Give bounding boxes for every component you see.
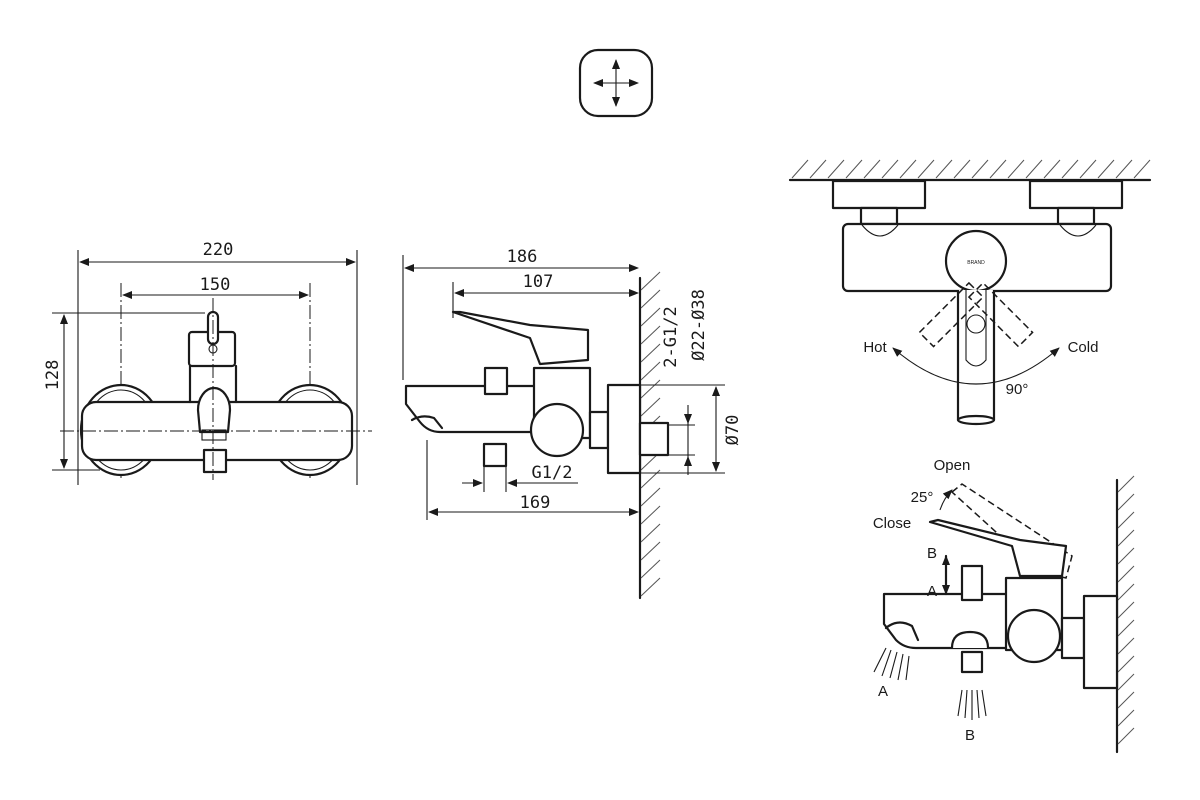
side-view: 186 107 G1/2 169 Ø70 bbox=[402, 247, 743, 600]
dim-o22-o38-label: Ø22-Ø38 bbox=[689, 289, 709, 361]
dim-220-label: 220 bbox=[203, 240, 234, 260]
top-view: BRAND Hot Cold 90° bbox=[788, 159, 1152, 426]
dim-150-label: 150 bbox=[200, 275, 231, 295]
svg-text:BRAND: BRAND bbox=[967, 260, 985, 266]
label-cold: Cold bbox=[1068, 339, 1099, 356]
wall-hatching-2 bbox=[1117, 475, 1135, 745]
label-b-upper: B bbox=[927, 545, 937, 562]
dim-o70-label: Ø70 bbox=[723, 415, 743, 446]
label-a-lower: A bbox=[878, 683, 888, 700]
swing-arc bbox=[892, 347, 1060, 385]
dim-169-label: 169 bbox=[520, 493, 551, 513]
label-90-degrees: 90° bbox=[1006, 381, 1029, 398]
label-hot: Hot bbox=[863, 339, 887, 356]
label-25-degrees: 25° bbox=[911, 489, 934, 506]
front-view: 220 150 128 bbox=[43, 240, 372, 485]
ceiling-hatching bbox=[791, 159, 1151, 179]
dim-186-label: 186 bbox=[507, 247, 538, 267]
dim-2g12-label: 2-G1/2 bbox=[661, 306, 681, 367]
label-a-upper: A bbox=[927, 583, 937, 600]
dim-107-label: 107 bbox=[523, 272, 554, 292]
operation-view: Open 25° Close B A A B bbox=[873, 457, 1135, 754]
label-b-lower: B bbox=[965, 727, 975, 744]
label-open: Open bbox=[934, 457, 971, 474]
dim-g12-label: G1/2 bbox=[532, 463, 573, 483]
dim-128-label: 128 bbox=[43, 360, 63, 391]
cross-arrows-icon bbox=[578, 48, 654, 118]
label-close: Close bbox=[873, 515, 911, 532]
